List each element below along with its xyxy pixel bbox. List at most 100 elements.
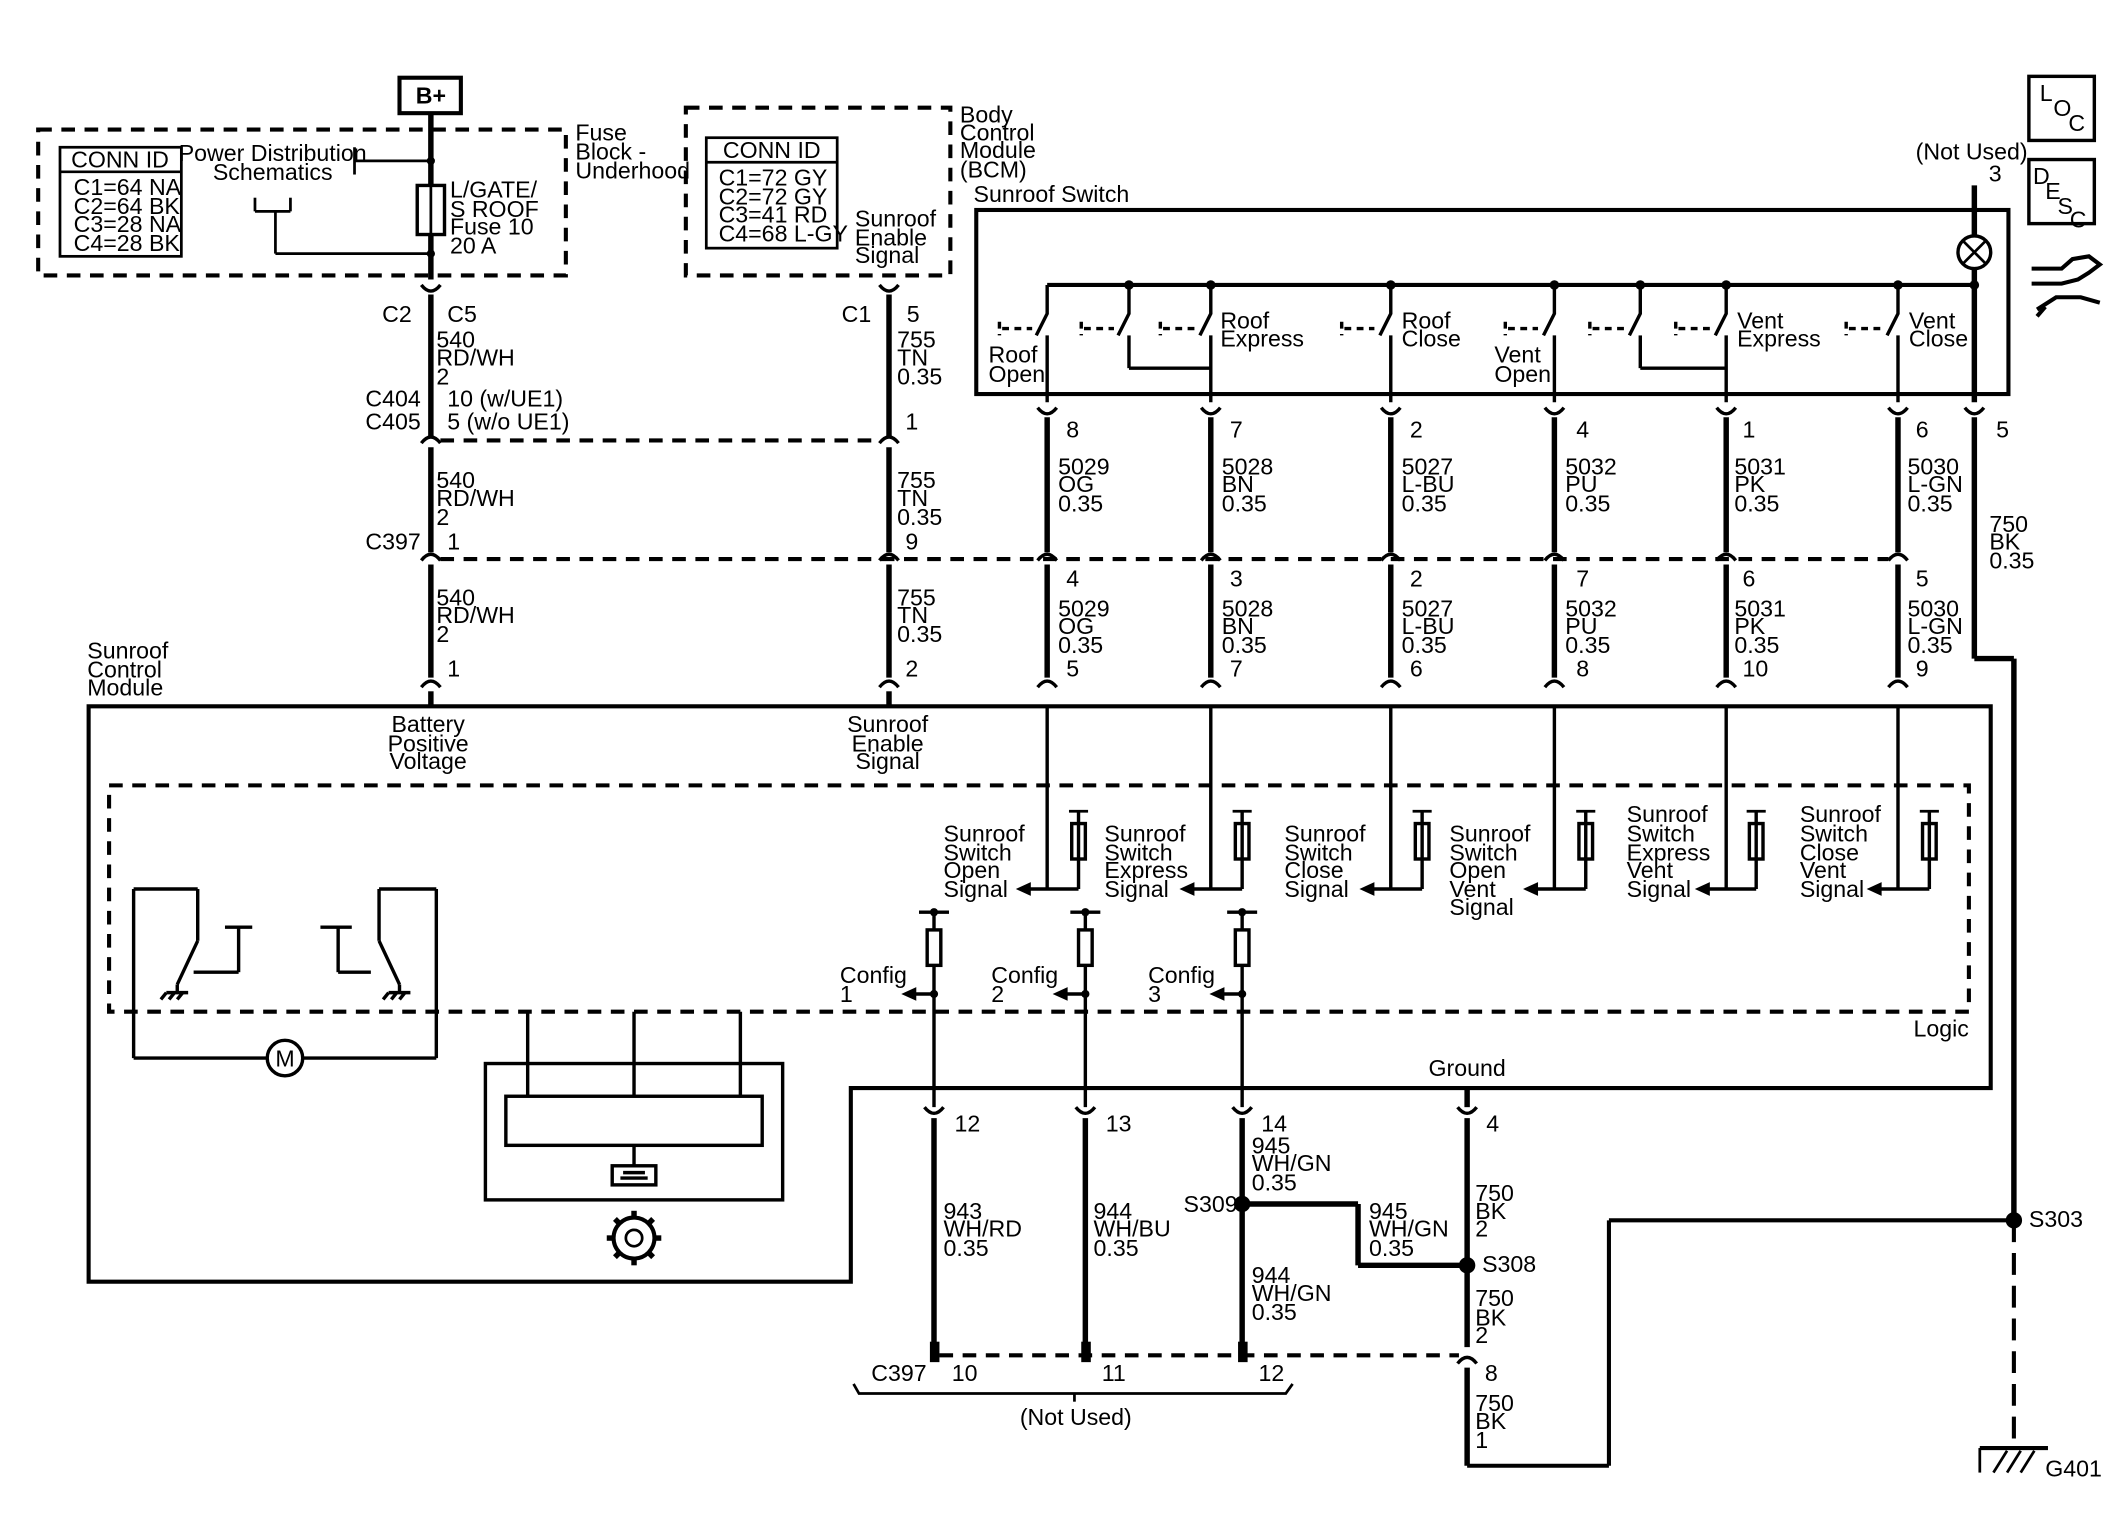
sunroof-switch: Sunroof Switch (Not Used) 3 [974,139,2028,403]
svg-text:Open: Open [989,361,1046,387]
svg-text:0.35: 0.35 [897,504,942,530]
svg-text:Block -: Block - [575,139,646,165]
svg-text:Sunroof: Sunroof [1284,820,1366,846]
connector-end-view-icon[interactable] [2031,254,2104,318]
svg-text:Enable: Enable [852,730,924,756]
config-arrows [901,908,1247,1001]
svg-text:CONN ID: CONN ID [723,137,821,163]
svg-text:Enable: Enable [855,224,927,250]
svg-text:C1=64 NA: C1=64 NA [74,174,182,200]
c397-bottom-connector: C397 10 11 12 (Not Used) [852,1353,1459,1430]
svg-text:944: 944 [1252,1262,1291,1288]
svg-text:4: 4 [1486,1111,1499,1137]
svg-text:C1=72 GY: C1=72 GY [719,164,828,190]
svg-text:7: 7 [1230,417,1243,443]
svg-text:PK: PK [1734,471,1765,497]
svg-text:0.35: 0.35 [1058,490,1103,516]
switch-wire-5032: 4 5032 PU 0.35 7 5032 PU 0.35 8 [1543,406,1617,689]
b-plus-supply: B+ [397,75,463,116]
svg-text:Vent: Vent [1909,308,1956,334]
svg-text:0.35: 0.35 [1402,490,1447,516]
svg-text:0.35: 0.35 [1094,1235,1139,1261]
switch-ground-wire-750: 5 750 BK 0.35 [1963,406,2034,1221]
svg-text:750: 750 [1475,1285,1514,1311]
svg-text:1: 1 [1743,417,1756,443]
svg-text:0.35: 0.35 [1222,490,1267,516]
svg-text:Close: Close [1909,325,1968,351]
svg-text:Switch: Switch [1627,820,1695,846]
svg-text:Module: Module [87,674,163,700]
svg-text:Sunroof Switch: Sunroof Switch [974,181,1130,207]
svg-text:M: M [275,1045,294,1071]
svg-text:Module: Module [960,137,1036,163]
svg-text:C397: C397 [871,1360,926,1386]
svg-text:Open: Open [1449,857,1506,883]
svg-text:L-GN: L-GN [1908,613,1963,639]
svg-text:3: 3 [1230,565,1243,591]
svg-text:Vent: Vent [1627,857,1674,883]
svg-text:BN: BN [1222,613,1254,639]
svg-text:945: 945 [1369,1198,1408,1224]
svg-text:1: 1 [447,528,460,554]
svg-text:TN: TN [897,485,928,511]
svg-text:7: 7 [1230,655,1243,681]
svg-text:0.35: 0.35 [944,1235,989,1261]
svg-text:L: L [2040,80,2053,106]
svg-text:5: 5 [1996,417,2009,443]
svg-text:6: 6 [1743,565,1756,591]
location-icon[interactable]: L O C [2027,74,2097,143]
svg-text:0.35: 0.35 [1734,490,1779,516]
svg-text:Vent: Vent [1449,876,1496,902]
svg-text:0.35: 0.35 [1734,632,1779,658]
svg-text:5 (w/o UE1): 5 (w/o UE1) [447,409,569,435]
svg-text:5030: 5030 [1908,595,1960,621]
svg-text:L/GATE/: L/GATE/ [450,177,538,203]
svg-text:Express: Express [1104,857,1188,883]
svg-text:Switch: Switch [944,839,1012,865]
svg-text:5: 5 [907,301,920,327]
power-distribution-reference: Power Distribution Schematics [179,140,431,255]
bcm-conn-id-table: CONN ID C1=72 GY C2=72 GY C3=41 RD C4=68… [704,136,848,250]
motor-relay-circuit [131,887,439,1060]
svg-text:3: 3 [1989,160,2002,186]
svg-text:Express: Express [1627,839,1711,865]
svg-text:750: 750 [1989,511,2028,537]
svg-text:S309: S309 [1184,1191,1238,1217]
svg-text:5029: 5029 [1058,453,1110,479]
svg-text:Sunroof: Sunroof [87,638,169,664]
svg-text:PK: PK [1734,613,1765,639]
svg-text:13: 13 [1106,1111,1132,1137]
svg-text:E: E [2045,178,2060,204]
svg-text:C3=41 RD: C3=41 RD [719,201,828,227]
svg-text:C405: C405 [365,409,420,435]
svg-text:2: 2 [905,655,918,681]
svg-text:Fuse 10: Fuse 10 [450,214,534,240]
svg-text:0.35: 0.35 [1369,1235,1414,1261]
svg-text:750: 750 [1475,1390,1514,1416]
gear-icon [606,1210,662,1266]
svg-text:C404: C404 [365,385,420,411]
body-control-module: Body Control Module (BCM) Sunroof Enable… [683,102,1036,278]
svg-text:Switch: Switch [1449,839,1517,865]
svg-text:PU: PU [1565,613,1597,639]
svg-text:CONN ID: CONN ID [71,147,169,173]
svg-text:5029: 5029 [1058,595,1110,621]
svg-text:BK: BK [1989,528,2020,554]
svg-text:0.35: 0.35 [1252,1299,1297,1325]
switch-wire-5031: 1 5031 PK 0.35 6 5031 PK 0.35 10 [1715,406,1786,689]
svg-text:Control: Control [960,119,1035,145]
svg-text:Signal: Signal [1449,894,1513,920]
svg-text:14: 14 [1261,1111,1287,1137]
fuse-conn-id-table: CONN ID C1=64 NA C2=64 BK C3=28 NA C4=28… [58,145,183,258]
svg-text:2: 2 [1410,417,1423,443]
description-icon[interactable]: D E S C [2027,157,2097,233]
svg-text:2: 2 [991,981,1004,1007]
svg-text:Sunroof: Sunroof [847,711,929,737]
svg-text:(Not Used): (Not Used) [1916,139,2028,165]
svg-text:755: 755 [897,584,936,610]
svg-text:C2=72 GY: C2=72 GY [719,184,828,210]
svg-text:5: 5 [1066,655,1079,681]
svg-text:RD/WH: RD/WH [436,344,514,370]
svg-text:0.35: 0.35 [1252,1169,1297,1195]
